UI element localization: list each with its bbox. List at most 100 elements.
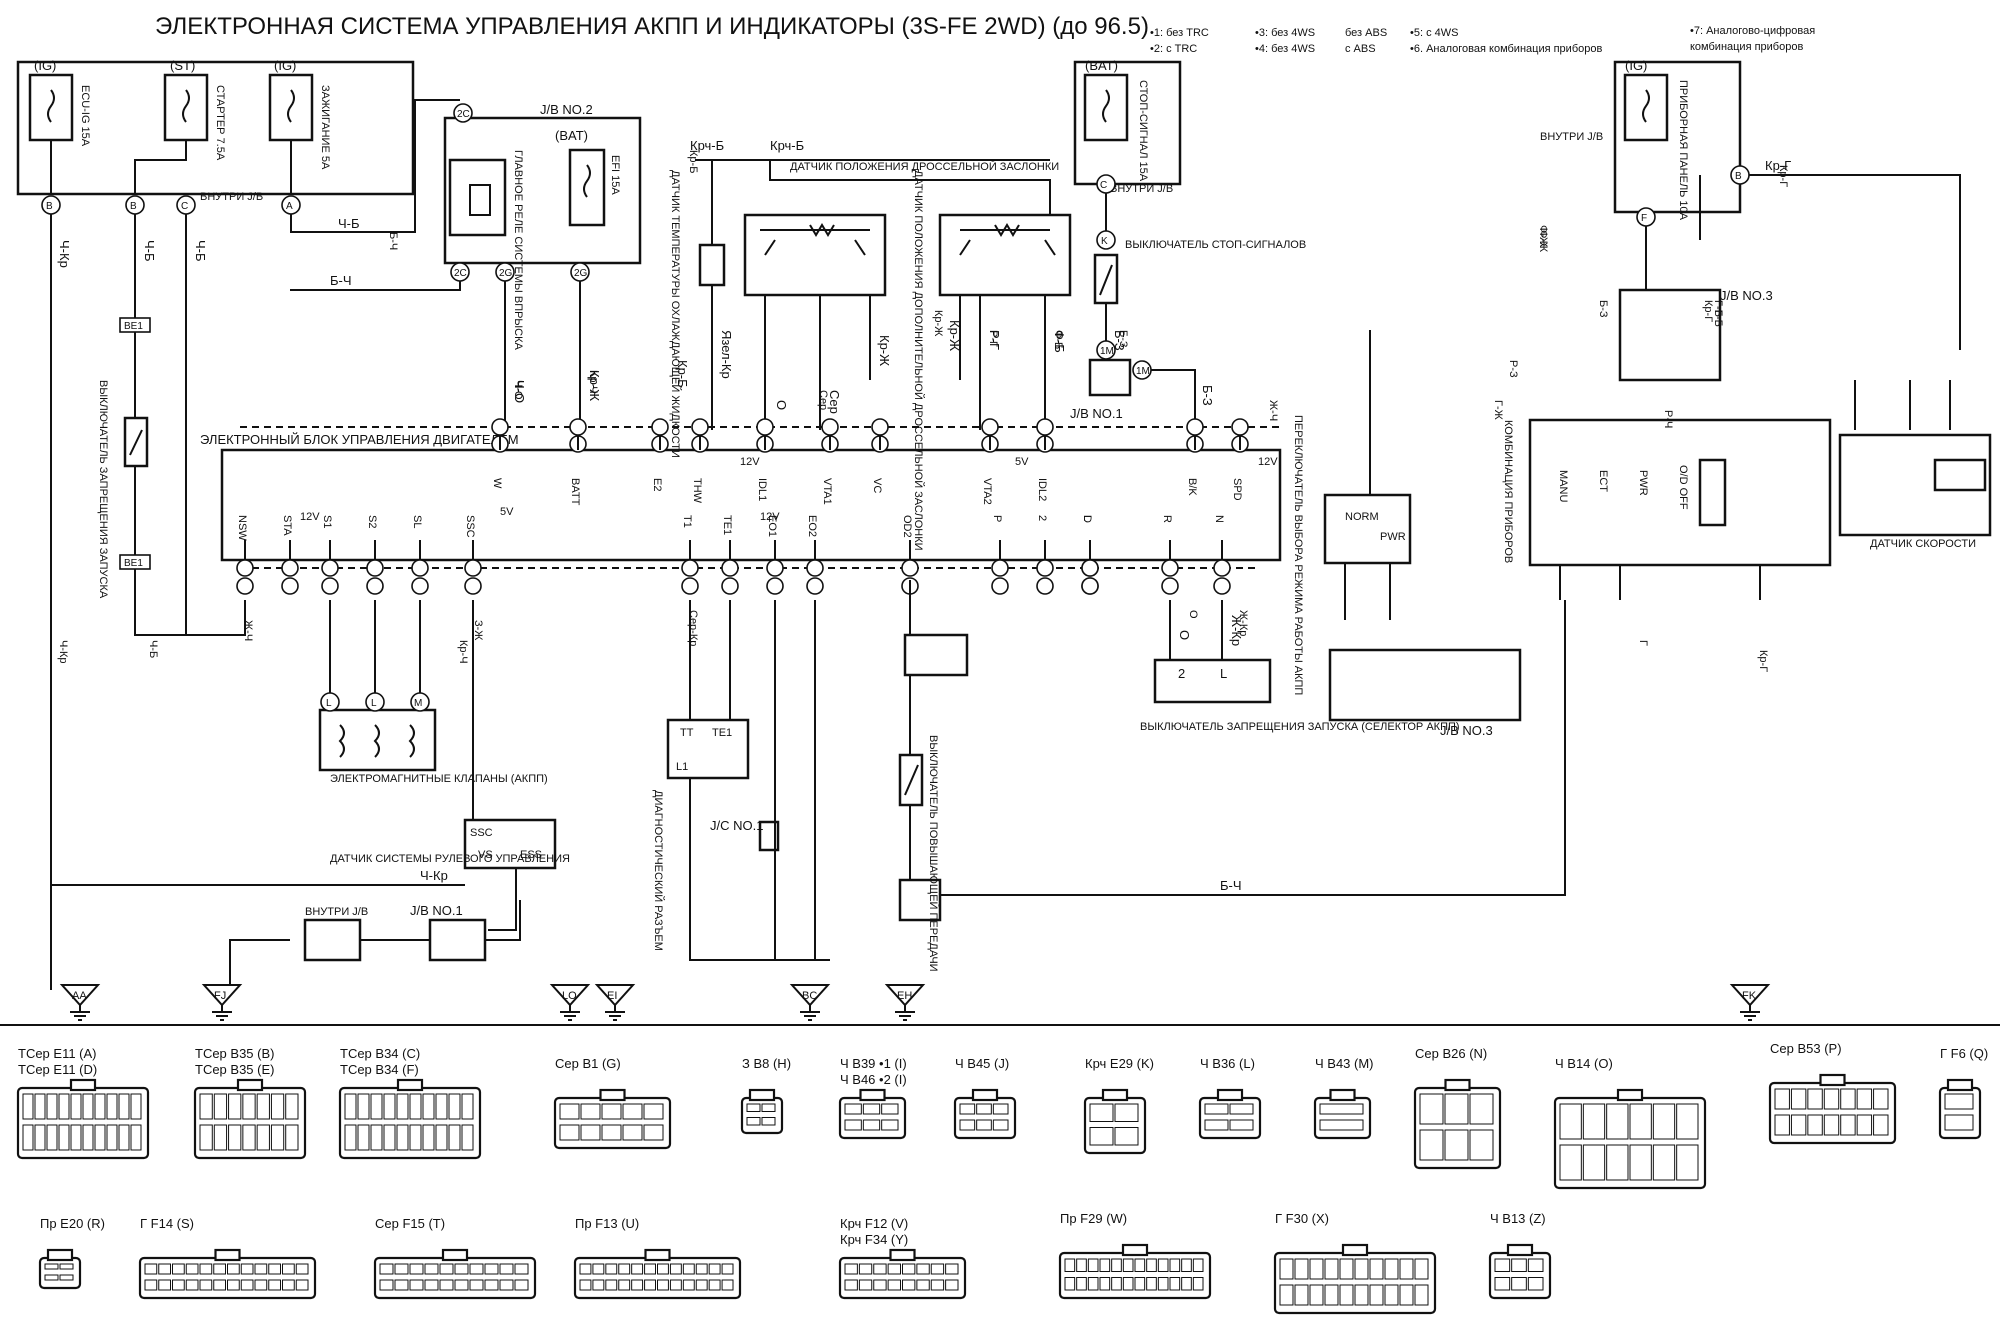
ecu-pin-ssc-5: SSC bbox=[464, 515, 482, 595]
svg-text:Ч B46 •2 (I): Ч B46 •2 (I) bbox=[840, 1072, 907, 1087]
svg-text:J/C NO.1: J/C NO.1 bbox=[710, 818, 763, 833]
wire-color-0: Ч-Кр bbox=[57, 640, 69, 664]
svg-text:Ч B43 (M): Ч B43 (M) bbox=[1315, 1056, 1374, 1071]
svg-text:A: A bbox=[286, 201, 293, 212]
connector-x: Г F30 (X) bbox=[1273, 1211, 1437, 1315]
svg-text:2: 2 bbox=[1036, 515, 1048, 521]
svg-text:ВЫКЛЮЧАТЕЛЬ СТОП-СИГНАЛОВ: ВЫКЛЮЧАТЕЛЬ СТОП-СИГНАЛОВ bbox=[1125, 239, 1306, 251]
svg-text:1M: 1M bbox=[1100, 346, 1114, 357]
svg-text:2G: 2G bbox=[499, 268, 513, 279]
ecu-pin-vta1: VTA1 bbox=[821, 418, 839, 505]
wire-color-26: Кр-Г bbox=[1702, 300, 1714, 322]
svg-text:Кр-Ж: Кр-Ж bbox=[587, 370, 602, 401]
inside-jb-label-1: ВНУТРИ J/B bbox=[200, 191, 263, 203]
wire-color-25: Ф-Ж bbox=[1537, 225, 1549, 247]
svg-text:Ф-Б: Ф-Б bbox=[1052, 330, 1067, 353]
svg-text:C: C bbox=[1100, 180, 1107, 191]
svg-text:B: B bbox=[46, 201, 53, 212]
note-4: •4: без 4WS bbox=[1255, 43, 1315, 55]
svg-text:ECT: ECT bbox=[1597, 470, 1609, 492]
svg-text:TE1: TE1 bbox=[712, 727, 732, 739]
ecu-pin-p-11: P bbox=[991, 515, 1009, 595]
wire-color-1: Ч-Б bbox=[147, 640, 159, 658]
svg-text:ТСер B35 (B): ТСер B35 (B) bbox=[195, 1046, 274, 1061]
speed-sensor: ДАТЧИК СКОРОСТИ bbox=[1838, 380, 1992, 550]
svg-text:5V: 5V bbox=[500, 506, 514, 518]
connector-p: Сер B53 (P) bbox=[1768, 1041, 1897, 1145]
connector-v: Крч F12 (V)Крч F34 (Y) bbox=[838, 1216, 967, 1300]
svg-text:J/B NO.3: J/B NO.3 bbox=[1720, 288, 1773, 303]
svg-text:(BAT): (BAT) bbox=[555, 128, 588, 143]
svg-text:OD2: OD2 bbox=[901, 515, 913, 538]
ecu-pin-sl-4: SL bbox=[411, 515, 429, 595]
ecu-pin-sta-1: STA bbox=[281, 515, 299, 595]
note-2: •2: с TRC bbox=[1150, 43, 1197, 55]
svg-text:Р-Г: Р-Г bbox=[987, 330, 1002, 350]
svg-text:J/B NO.3: J/B NO.3 bbox=[1440, 723, 1493, 738]
svg-text:Ч-О: Ч-О bbox=[512, 380, 527, 403]
wire-color-29: Кр-Г bbox=[1757, 650, 1769, 672]
svg-text:12V: 12V bbox=[760, 511, 780, 523]
svg-text:BE1: BE1 bbox=[124, 558, 143, 569]
svg-text:P: P bbox=[991, 515, 1003, 522]
wire-color-20: Г bbox=[1637, 640, 1649, 646]
jb3: J/B NO.3 J/B NO.3 bbox=[1328, 288, 1773, 738]
fuse-starter: (ST) СТАРТЕР 7.5A bbox=[163, 58, 226, 161]
wire-color-5: Ф-Ж bbox=[1537, 230, 1549, 252]
ecu-pin-te1-7: TE1 bbox=[721, 515, 739, 595]
svg-text:VS: VS bbox=[478, 849, 493, 861]
wire-color-21: О bbox=[1187, 610, 1199, 619]
svg-text:EFI 15A: EFI 15A bbox=[609, 155, 621, 195]
svg-text:Ч B36 (L): Ч B36 (L) bbox=[1200, 1056, 1255, 1071]
svg-text:Кр-Г: Кр-Г bbox=[1765, 158, 1791, 173]
connector-s: Г F14 (S) bbox=[138, 1216, 317, 1300]
note-8: •6. Аналоговая комбинация приборов bbox=[1410, 43, 1602, 55]
connector-r: Пр E20 (R) bbox=[38, 1216, 105, 1290]
svg-text:Б-З: Б-З bbox=[1112, 330, 1127, 351]
svg-text:Кр-Ж: Кр-Ж bbox=[947, 320, 962, 351]
svg-text:IDL1: IDL1 bbox=[756, 478, 768, 501]
connector-j: Ч B45 (J) bbox=[953, 1056, 1017, 1140]
svg-text:ДАТЧИК ПОЛОЖЕНИЯ ДОПОЛНИТЕЛЬНО: ДАТЧИК ПОЛОЖЕНИЯ ДОПОЛНИТЕЛЬНОЙ ДРОССЕЛЬ… bbox=[912, 170, 925, 551]
wire-color-11: Сер-Кр bbox=[687, 610, 699, 646]
wire-color-7: Г-Ж bbox=[1492, 400, 1504, 420]
svg-text:EH: EH bbox=[897, 990, 912, 1002]
svg-text:ТСер B35 (E): ТСер B35 (E) bbox=[195, 1062, 274, 1077]
wire-color-18: Р-Ч bbox=[1662, 410, 1674, 428]
svg-text:STA: STA bbox=[281, 515, 293, 536]
wire-color-15: Ч-О bbox=[512, 380, 524, 400]
svg-text:Ч-Кр: Ч-Кр bbox=[57, 240, 72, 268]
connector-u: Пр F13 (U) bbox=[573, 1216, 742, 1300]
svg-text:L1: L1 bbox=[676, 761, 688, 773]
ecu-pin-eo1-8: EO1 bbox=[766, 515, 784, 595]
jb1-lower: ВНУТРИ J/B J/B NO.1 bbox=[229, 900, 521, 985]
stop-lamp-circuit: (BAT) СТОП-СИГНАЛ 15A ВНУТРИ J/B C K ВЫК… bbox=[1070, 58, 1306, 430]
ground-ei: EI bbox=[594, 984, 636, 1021]
svg-text:TT: TT bbox=[680, 727, 694, 739]
svg-text:PWR: PWR bbox=[1637, 470, 1649, 496]
note-5: без ABS bbox=[1345, 27, 1387, 39]
svg-text:(IG): (IG) bbox=[1625, 58, 1647, 73]
svg-text:NSW: NSW bbox=[236, 515, 248, 541]
svg-text:(IG): (IG) bbox=[274, 58, 296, 73]
svg-text:(ST): (ST) bbox=[170, 58, 195, 73]
svg-text:ТСер B34 (C): ТСер B34 (C) bbox=[340, 1046, 420, 1061]
svg-text:B: B bbox=[130, 201, 137, 212]
ecu-label: ЭЛЕКТРОННЫЙ БЛОК УПРАВЛЕНИЯ ДВИГАТЕЛЕМ bbox=[200, 432, 519, 447]
svg-text:Г F6 (Q): Г F6 (Q) bbox=[1940, 1046, 1988, 1061]
wire-color-23: З-Ж bbox=[472, 620, 484, 640]
svg-text:FK: FK bbox=[1742, 990, 1757, 1002]
wire-color-13: Р-Г bbox=[987, 330, 999, 347]
notes: •1: без TRC •2: с TRC •3: без 4WS •4: бе… bbox=[1150, 25, 1815, 55]
svg-text:AA: AA bbox=[72, 990, 87, 1002]
svg-text:Крч F12 (V): Крч F12 (V) bbox=[840, 1216, 908, 1231]
svg-text:ВНУТРИ J/B: ВНУТРИ J/B bbox=[1110, 183, 1173, 195]
svg-text:ГЛАВНОЕ РЕЛЕ СИСТЕМЫ ВПРЫСКА: ГЛАВНОЕ РЕЛЕ СИСТЕМЫ ВПРЫСКА bbox=[512, 150, 524, 351]
svg-text:Пр F29 (W): Пр F29 (W) bbox=[1060, 1211, 1127, 1226]
svg-text:K: K bbox=[1101, 236, 1108, 247]
svg-text:ДИАГНОСТИЧЕСКИЙ РАЗЪЕМ: ДИАГНОСТИЧЕСКИЙ РАЗЪЕМ bbox=[652, 790, 665, 951]
svg-text:E2: E2 bbox=[651, 478, 663, 491]
